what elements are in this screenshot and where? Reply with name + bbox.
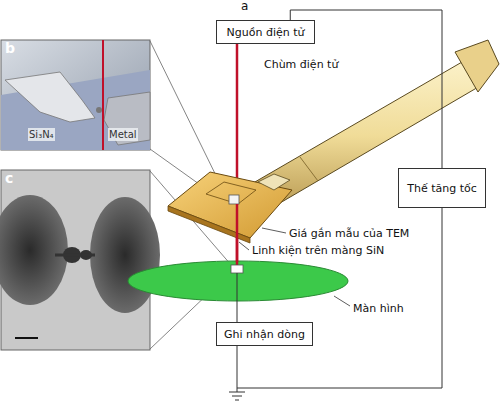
figure-label: Chùm điện tử <box>263 58 339 71</box>
box-label: Ghi nhận dòng <box>224 328 305 341</box>
electron-beam <box>236 44 239 268</box>
figure-label: c <box>4 172 14 185</box>
screen-ellipse <box>128 261 348 301</box>
figure-label: Giá gắn mẫu của TEM <box>288 227 410 240</box>
tem-holder-rod <box>248 40 499 210</box>
figure-label: a <box>240 0 249 13</box>
sample-holder-plate <box>168 172 292 243</box>
figure-label: Màn hình <box>352 302 405 315</box>
figure-label: Si₃N₄ <box>28 128 55 141</box>
detector-square <box>231 265 243 273</box>
text-box: Ghi nhận dòng <box>216 322 313 346</box>
circuit-wire <box>237 208 442 388</box>
box-label: Nguồn điện tử <box>227 26 305 39</box>
detector-wire <box>237 273 238 322</box>
figure-label: Metal <box>108 128 138 141</box>
text-box: Nguồn điện tử <box>216 20 315 44</box>
inset-c <box>0 170 160 350</box>
inset-b <box>1 40 150 150</box>
ground-symbol <box>229 388 245 400</box>
figure-label: b <box>4 42 16 55</box>
text-box: Thế tăng tốc <box>398 168 486 208</box>
figure-label: Linh kiện trên màng SiN <box>251 244 385 257</box>
box-label: Thế tăng tốc <box>407 182 477 195</box>
